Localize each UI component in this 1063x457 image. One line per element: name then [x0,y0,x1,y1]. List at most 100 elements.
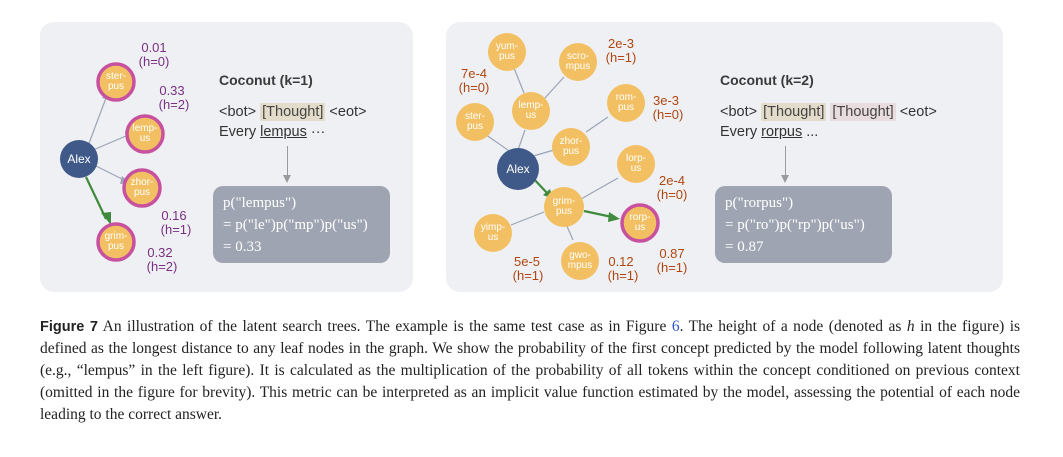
left-token-sequence: <bot> [Thought] <eot> [219,103,367,121]
node-rompus-line2: pus [618,102,634,113]
prob-rorpus: 0.87 [659,246,684,261]
right-formula-box: p("rorpus") = p("ro")p("rp")p("us") = 0.… [715,186,892,263]
node-rorpus-line2: us [635,222,646,233]
eot-token: <eot> [899,104,937,120]
prob-sterpus: 7e-4 [461,66,487,81]
node-yumpus [488,33,526,71]
prob-scrompus: 2e-3 [608,36,634,51]
node-gwompus [561,242,599,280]
height-sterpus: (h=0) [459,80,490,95]
node-lempus-line1: lemp- [132,123,157,134]
node-zhorpus-line1: zhor- [131,177,154,188]
height-yimpus: (h=1) [513,268,544,283]
left-continuation: Every lempus ··· [219,124,325,140]
height-scrompus: (h=1) [606,50,637,65]
node-rompus [607,84,645,122]
figure-reference-link[interactable]: 6 [671,318,680,335]
prob-rompus: 3e-3 [653,93,679,108]
node-lempus-line2: us [526,110,537,121]
height-lempus: (h=2) [159,97,190,112]
edge-lempus-yumpus [513,67,525,94]
node-lempus [512,92,550,130]
edge-lempus-scrompus [543,76,565,100]
edge-grimpus-lorpus [580,177,619,200]
right-token-sequence: <bot> [Thought] [Thought] <eot> [720,103,937,121]
figure-label: Figure 7 [40,319,98,335]
thought-token-2: [Thought] [830,103,896,121]
node-alex [497,148,539,190]
every-prefix: Every [720,124,758,140]
prob-sterpus: 0.01 [141,40,166,55]
bot-token: <bot> [219,104,257,120]
node-rorpus-line1: rorp- [629,212,650,223]
node-alex-label: Alex [506,162,529,176]
node-gwompus-line2: mpus [568,260,592,271]
node-grimpus-line1: grim- [105,231,128,242]
node-grimpus [544,187,584,227]
node-yumpus-line1: yum- [496,41,518,52]
node-zhorpus-line2: pus [563,146,579,157]
right-formula-line3: = 0.87 [725,239,764,255]
thought-token: [Thought] [260,103,326,121]
edge-grimpus-yimpus [510,211,545,226]
edge-alex-lempus [92,135,127,151]
left-coconut-title: Coconut (k=1) [219,72,313,88]
right-down-arrow [781,146,789,183]
caption-text-b: . The height of a node (denoted as [679,318,902,335]
height-rorpus: (h=1) [657,260,688,275]
node-grimpus [96,222,136,262]
height-symbol: h [906,318,915,335]
eot-token: <eot> [329,104,367,120]
caption-text-c: in the figure) is defined as the longest… [40,318,1021,423]
caption-text-a: An illustration of the latent search tre… [102,318,667,335]
left-formula-box: p("lempus") = p("le")p("mp")p("us") = 0.… [213,186,390,263]
every-word: rorpus [761,124,803,140]
node-grimpus-line1: grim- [553,196,576,207]
node-sterpus-line2: pus [467,121,483,132]
edge-alex-grimpus [85,176,107,220]
prob-gwompus: 0.12 [608,254,633,269]
figure-caption: Figure 7 An illustration of the latent s… [40,316,1020,426]
prob-lempus: 0.33 [159,83,184,98]
node-yumpus-line2: pus [499,51,515,62]
every-word: lempus [260,124,307,140]
left-search-tree: Alex ster- pus 0.01 (h=0) lemp- us 0.33 … [60,40,192,274]
node-yimpus [474,214,512,252]
every-prefix: Every [219,124,257,140]
node-lorpus [617,145,655,183]
node-gwompus-line1: gwo- [569,250,591,261]
prob-zhorpus: 0.16 [161,208,186,223]
prob-lorpus: 2e-4 [659,173,685,188]
node-grimpus-line2: pus [108,241,124,252]
node-lorpus-line1: lorp- [626,153,646,164]
node-sterpus-line1: ster- [106,71,126,82]
prob-yimpus: 5e-5 [514,254,540,269]
right-coconut-title: Coconut (k=2) [720,72,814,88]
node-scrompus-line2: mpus [566,61,590,72]
arrowhead-grimpus [101,212,111,225]
node-zhorpus-line1: zhor- [560,136,583,147]
node-lempus-line1: lemp- [518,100,543,111]
node-yimpus-line1: yimp- [481,222,505,233]
right-continuation: Every rorpus ... [720,124,818,140]
left-formula-line1: p("lempus") [223,195,297,211]
edge-alex-sterpus [87,97,107,147]
arrowhead-rorpus [608,212,620,222]
edge-alex-zhorpus [93,164,125,181]
height-zhorpus: (h=1) [161,222,192,237]
height-grimpus: (h=2) [147,259,178,274]
height-rompus: (h=0) [653,107,684,122]
height-sterpus: (h=0) [139,54,170,69]
prob-grimpus: 0.32 [147,245,172,260]
node-lempus-line2: us [140,133,151,144]
right-formula-line1: p("rorpus") [725,195,794,211]
node-zhorpus [552,128,590,166]
node-rompus-line1: rom- [616,92,637,103]
node-alex-label: Alex [67,152,90,166]
left-figure-panel: Alex ster- pus 0.01 (h=0) lemp- us 0.33 … [40,22,413,292]
node-sterpus [96,62,136,102]
right-search-tree: Alex yum- pus scro- mpus 2e-3 (h=1) ster… [456,33,688,283]
node-rorpus [620,203,660,243]
node-lorpus-line2: us [631,163,642,174]
node-zhorpus [122,168,162,208]
